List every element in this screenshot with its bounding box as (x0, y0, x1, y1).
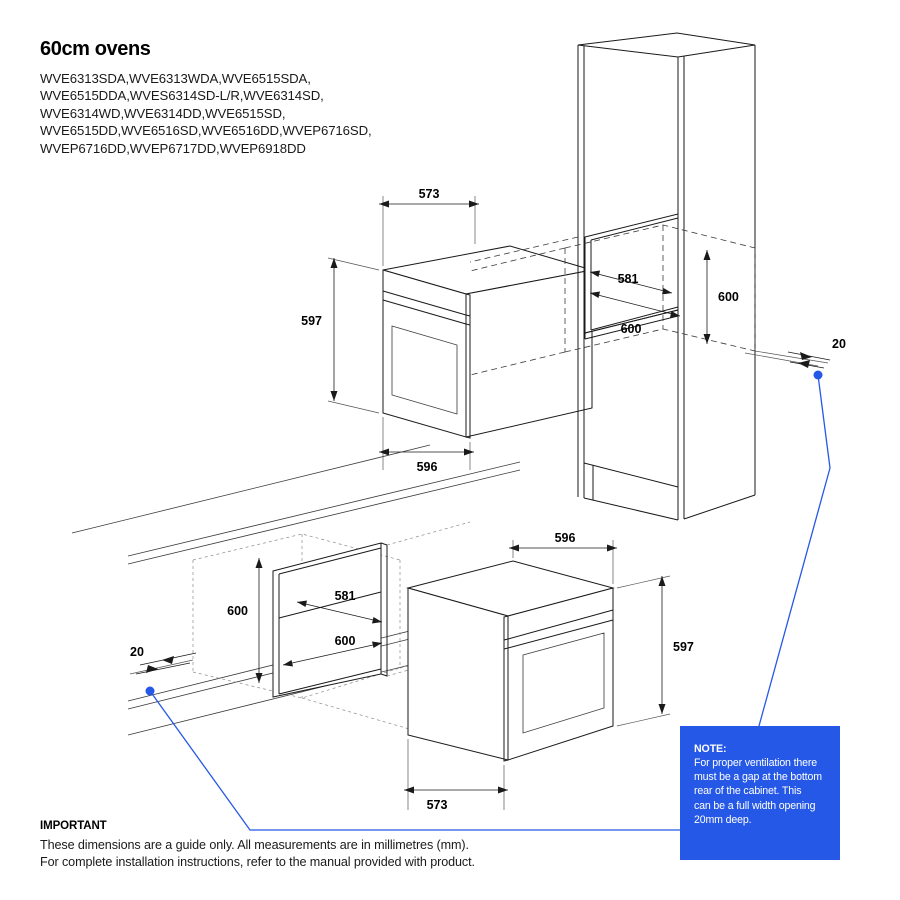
dim-600-height-cabinet-upper: 600 (703, 250, 739, 344)
dim-600-width-cabinet-upper: 600 (589, 291, 681, 336)
cabinet-tall-group (469, 32, 756, 521)
dim-label-597-upper: 597 (301, 314, 322, 328)
dim-label-596-upper: 596 (417, 460, 438, 474)
dim-label-573-upper: 573 (419, 187, 440, 201)
dim-label-581-cabinet-lower: 581 (335, 589, 356, 603)
oven-upper-group (382, 245, 593, 439)
note-body: For proper ventilation there must be a g… (694, 757, 822, 826)
note-leader-upper (758, 370, 831, 727)
cabinet-underbench-group (71, 444, 521, 736)
dim-label-20-lower: 20 (130, 645, 144, 659)
leader-dot-upper (813, 370, 823, 380)
page-title: 60cm ovens (40, 38, 151, 60)
dim-597-upper: 597 (301, 257, 380, 414)
dim-label-600-height-cabinet-upper: 600 (718, 290, 739, 304)
dim-573-upper: 573 (379, 187, 479, 266)
leader-dot-lower (145, 686, 155, 696)
dim-label-597-lower: 597 (673, 640, 694, 654)
ventilation-note-box: NOTE: For proper ventilation there must … (680, 726, 840, 860)
dim-573-lower: 573 (404, 739, 508, 812)
dim-label-573-lower: 573 (427, 798, 448, 812)
oven-lower-group (406, 560, 615, 762)
dim-label-20-upper: 20 (832, 337, 846, 351)
dim-596-upper: 596 (379, 417, 474, 474)
important-footer: IMPORTANT These dimensions are a guide o… (40, 820, 560, 871)
dim-600-height-cabinet-lower: 600 (227, 558, 263, 683)
note-leader-lower (145, 686, 680, 831)
dim-600-width-cabinet-lower: 600 (282, 634, 383, 667)
dim-label-581-cabinet-upper: 581 (618, 272, 639, 286)
dim-label-600-width-cabinet-lower: 600 (335, 634, 356, 648)
dim-581-cabinet-lower: 581 (296, 589, 383, 624)
dim-597-lower: 597 (616, 575, 694, 727)
dim-label-600-width-cabinet-upper: 600 (621, 322, 642, 336)
dim-20-upper: 20 (744, 337, 846, 369)
important-heading: IMPORTANT (40, 820, 107, 832)
dim-label-600-height-cabinet-lower: 600 (227, 604, 248, 618)
dim-596-lower: 596 (509, 531, 617, 584)
note-title: NOTE: (694, 743, 727, 755)
dim-581-cabinet-upper: 581 (589, 270, 673, 295)
model-number-list: WVE6313SDA,WVE6313WDA,WVE6515SDA, WVE651… (40, 71, 372, 156)
dim-20-lower: 20 (129, 645, 197, 675)
important-body: These dimensions are a guide only. All m… (40, 838, 475, 869)
dim-label-596-lower: 596 (555, 531, 576, 545)
